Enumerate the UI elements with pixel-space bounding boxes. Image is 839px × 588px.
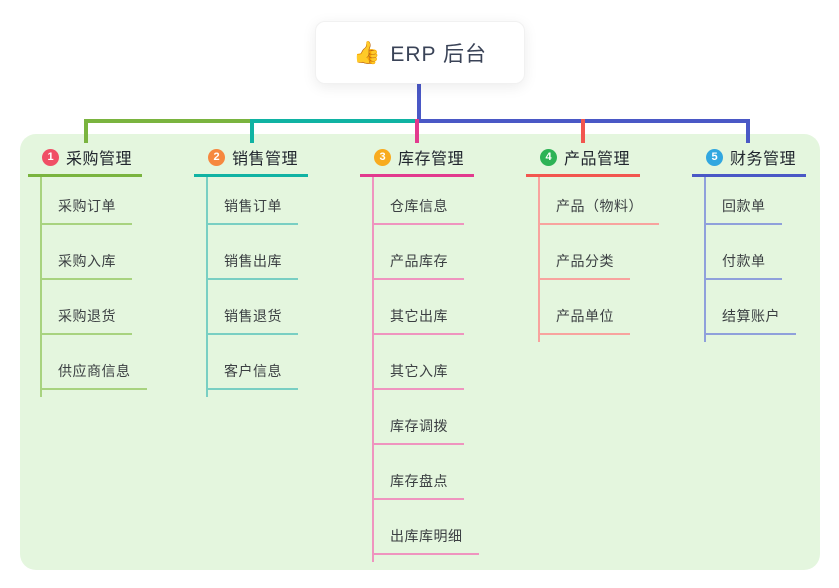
child-node[interactable]: 出库库明细 — [372, 526, 479, 555]
child-node-label: 销售退货 — [206, 306, 298, 335]
branch-title: 销售管理 — [232, 151, 299, 168]
branch-group-2: 2 销售管理 销售订单 销售出库 销售退货 客户信息 — [194, 146, 344, 397]
branch-drop-line-4 — [580, 119, 585, 143]
branch-header[interactable]: 2 销售管理 — [194, 146, 344, 168]
child-node[interactable]: 客户信息 — [206, 361, 298, 390]
tree-connector-line — [206, 177, 208, 397]
branch-underline — [526, 174, 640, 177]
child-node-label: 客户信息 — [206, 361, 298, 390]
branch-number-badge: 3 — [374, 148, 391, 166]
child-node[interactable]: 产品单位 — [538, 306, 630, 335]
child-node[interactable]: 其它出库 — [372, 306, 464, 335]
child-node[interactable]: 销售订单 — [206, 196, 298, 225]
branch-title: 库存管理 — [398, 151, 465, 168]
branch-drop-line-2 — [249, 119, 254, 143]
child-node-label: 产品库存 — [372, 251, 464, 280]
branch-number-badge: 2 — [208, 148, 225, 166]
child-node[interactable]: 回款单 — [704, 196, 782, 225]
branch-group-1: 1 采购管理 采购订单 采购入库 采购退货 供应商信息 — [28, 146, 178, 397]
branch-group-4: 4 产品管理 产品（物料） 产品分类 产品单位 — [526, 146, 676, 342]
child-node-label: 销售订单 — [206, 196, 298, 225]
bus-segment-1 — [86, 119, 252, 123]
thumbs-up-icon: 👍 — [352, 39, 381, 65]
branch-title: 财务管理 — [730, 151, 797, 168]
tree-connector-line — [538, 177, 540, 342]
child-node-label: 其它入库 — [372, 361, 464, 390]
child-node-label: 产品分类 — [538, 251, 630, 280]
child-node-label: 仓库信息 — [372, 196, 464, 225]
child-node-label: 结算账户 — [704, 306, 796, 335]
branch-underline — [692, 174, 806, 177]
branch-title: 产品管理 — [564, 151, 631, 168]
child-node[interactable]: 其它入库 — [372, 361, 464, 390]
branch-drop-line-5 — [746, 119, 750, 143]
child-node-label: 采购订单 — [40, 196, 132, 225]
child-node[interactable]: 销售出库 — [206, 251, 298, 280]
child-node[interactable]: 采购入库 — [40, 251, 132, 280]
branch-header[interactable]: 4 产品管理 — [526, 146, 676, 168]
child-node-label: 库存盘点 — [372, 471, 464, 500]
branch-group-5: 5 财务管理 回款单 付款单 结算账户 — [692, 146, 839, 342]
branch-number-badge: 5 — [706, 148, 723, 166]
branch-group-3: 3 库存管理 仓库信息 产品库存 其它出库 其它入库 库存调拨 库存盘点 出库库… — [360, 146, 510, 562]
child-node-label: 采购退货 — [40, 306, 132, 335]
child-node-label: 产品（物料） — [538, 196, 659, 225]
child-node-label: 采购入库 — [40, 251, 132, 280]
tree-connector-line — [40, 177, 42, 397]
child-node[interactable]: 仓库信息 — [372, 196, 464, 225]
child-node-label: 销售出库 — [206, 251, 298, 280]
bus-segment-2 — [251, 119, 417, 123]
tree-connector-line — [704, 177, 706, 342]
child-node[interactable]: 付款单 — [704, 251, 782, 280]
child-node-label: 回款单 — [704, 196, 782, 225]
child-node-label: 供应商信息 — [40, 361, 147, 390]
child-node[interactable]: 采购订单 — [40, 196, 132, 225]
tree-connector-line — [372, 177, 374, 562]
branch-number-badge: 4 — [540, 148, 557, 166]
branches-panel — [20, 134, 820, 570]
root-title: ERP 后台 — [390, 42, 488, 66]
branch-title: 采购管理 — [66, 151, 133, 168]
branch-underline — [194, 174, 308, 177]
child-node[interactable]: 产品分类 — [538, 251, 630, 280]
root-stem-line — [417, 82, 421, 119]
child-node[interactable]: 库存盘点 — [372, 471, 464, 500]
branch-header[interactable]: 3 库存管理 — [360, 146, 510, 168]
child-node[interactable]: 采购退货 — [40, 306, 132, 335]
child-node-label: 库存调拨 — [372, 416, 464, 445]
branch-underline — [360, 174, 474, 177]
child-node-label: 产品单位 — [538, 306, 630, 335]
branch-drop-line-1 — [84, 119, 88, 143]
branch-header[interactable]: 1 采购管理 — [28, 146, 178, 168]
child-node[interactable]: 产品库存 — [372, 251, 464, 280]
child-node-label: 付款单 — [704, 251, 782, 280]
branch-header[interactable]: 5 财务管理 — [692, 146, 839, 168]
child-node[interactable]: 供应商信息 — [40, 361, 147, 390]
branch-underline — [28, 174, 142, 177]
child-node[interactable]: 销售退货 — [206, 306, 298, 335]
branch-number-badge: 1 — [42, 148, 59, 166]
child-node[interactable]: 库存调拨 — [372, 416, 464, 445]
child-node[interactable]: 产品（物料） — [538, 196, 659, 225]
child-node[interactable]: 结算账户 — [704, 306, 796, 335]
branch-drop-line-3 — [415, 119, 419, 143]
child-node-label: 出库库明细 — [372, 526, 479, 555]
child-node-label: 其它出库 — [372, 306, 464, 335]
root-node[interactable]: 👍 ERP 后台 — [315, 21, 525, 84]
